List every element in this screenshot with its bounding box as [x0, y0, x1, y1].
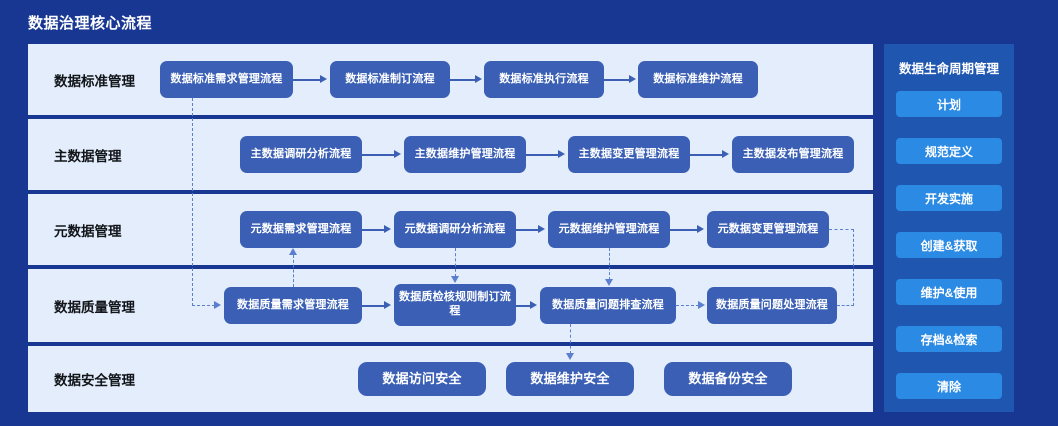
lifecycle-item-archive[interactable]: 存档&检索	[896, 326, 1002, 352]
process-node[interactable]: 数据质量问题处理流程	[707, 287, 837, 324]
process-node[interactable]: 数据质检核规则制订流程	[394, 284, 516, 326]
cross-lane-connector	[837, 305, 854, 306]
flow-arrow-line-dashed	[676, 305, 699, 306]
cross-lane-connector	[829, 229, 854, 230]
lifecycle-item-maintain[interactable]: 维护&使用	[896, 279, 1002, 305]
lifecycle-item-create[interactable]: 创建&获取	[896, 232, 1002, 258]
flow-arrow-line	[362, 154, 395, 156]
flow-arrow-head-up	[289, 248, 297, 255]
cross-lane-connector	[192, 98, 193, 306]
swimlane-label: 数据安全管理	[54, 373, 135, 388]
cross-lane-connector	[609, 248, 610, 280]
lifecycle-item-develop[interactable]: 开发实施	[896, 185, 1002, 211]
flow-arrow-head	[538, 225, 545, 233]
flow-arrow-line	[670, 229, 698, 231]
process-node[interactable]: 数据标准维护流程	[638, 61, 758, 98]
cross-lane-connector	[455, 248, 456, 277]
flow-arrow-line	[362, 229, 385, 231]
flow-arrow-head	[394, 150, 401, 158]
process-node[interactable]: 主数据调研分析流程	[240, 136, 362, 173]
process-node[interactable]: 数据质量问题排查流程	[540, 287, 676, 324]
process-node[interactable]: 主数据变更管理流程	[568, 136, 690, 173]
process-node[interactable]: 元数据需求管理流程	[240, 211, 362, 248]
flow-arrow-head	[320, 75, 327, 83]
cross-lane-connector	[570, 324, 571, 354]
lifecycle-sidebar: 数据生命周期管理 计划 规范定义 开发实施 创建&获取 维护&使用 存档&检索 …	[884, 44, 1014, 412]
swimlane-label: 数据质量管理	[54, 299, 135, 315]
flow-arrow-line	[516, 229, 539, 231]
flow-arrow-line	[362, 305, 385, 307]
lifecycle-item-plan[interactable]: 计划	[896, 91, 1002, 117]
flow-arrow-head	[698, 301, 705, 309]
flow-arrow-line	[604, 79, 630, 81]
flow-arrow-head	[722, 150, 729, 158]
flow-arrow-head	[629, 75, 636, 83]
swimlane-label: 数据标准管理	[54, 73, 135, 89]
flow-arrow-head	[475, 75, 482, 83]
process-node[interactable]: 数据访问安全	[358, 362, 486, 396]
swimlane-label: 元数据管理	[54, 223, 122, 239]
flow-arrow-head	[384, 301, 391, 309]
flow-arrow-head-down	[605, 279, 613, 286]
swimlane-label: 主数据管理	[54, 148, 122, 164]
process-node[interactable]: 元数据调研分析流程	[394, 211, 516, 248]
flow-arrow-head	[697, 225, 704, 233]
cross-lane-connector	[853, 229, 854, 306]
process-node[interactable]: 数据备份安全	[664, 362, 792, 396]
flow-arrow-head	[384, 225, 391, 233]
cross-lane-connector	[192, 305, 215, 306]
flow-arrow-head	[558, 150, 565, 158]
flow-arrow-line	[690, 154, 723, 156]
flow-arrow-head	[214, 301, 221, 309]
lifecycle-title: 数据生命周期管理	[898, 62, 999, 76]
cross-lane-connector	[293, 255, 294, 287]
process-node[interactable]: 元数据变更管理流程	[707, 211, 829, 248]
process-node[interactable]: 主数据发布管理流程	[732, 136, 854, 173]
flow-arrow-head-down	[566, 353, 574, 360]
process-node[interactable]: 元数据维护管理流程	[548, 211, 670, 248]
flow-arrow-head-down	[451, 276, 459, 283]
process-node[interactable]: 数据标准执行流程	[484, 61, 604, 98]
process-node[interactable]: 数据标准需求管理流程	[160, 61, 293, 98]
lifecycle-item-purge[interactable]: 清除	[896, 373, 1002, 399]
flow-arrow-line	[293, 79, 321, 81]
page-title: 数据治理核心流程	[28, 15, 153, 32]
process-node[interactable]: 数据标准制订流程	[330, 61, 450, 98]
flow-arrow-line	[450, 79, 476, 81]
flow-arrow-head	[530, 301, 537, 309]
flow-arrow-line	[516, 305, 531, 307]
process-node[interactable]: 主数据维护管理流程	[404, 136, 526, 173]
swimlane-container: 数据标准管理 数据标准需求管理流程 数据标准制订流程 数据标准执行流程 数据标准…	[28, 44, 873, 412]
flow-arrow-line	[526, 154, 559, 156]
process-node[interactable]: 数据维护安全	[506, 362, 634, 396]
lifecycle-item-define[interactable]: 规范定义	[896, 138, 1002, 164]
process-node[interactable]: 数据质量需求管理流程	[224, 287, 362, 324]
